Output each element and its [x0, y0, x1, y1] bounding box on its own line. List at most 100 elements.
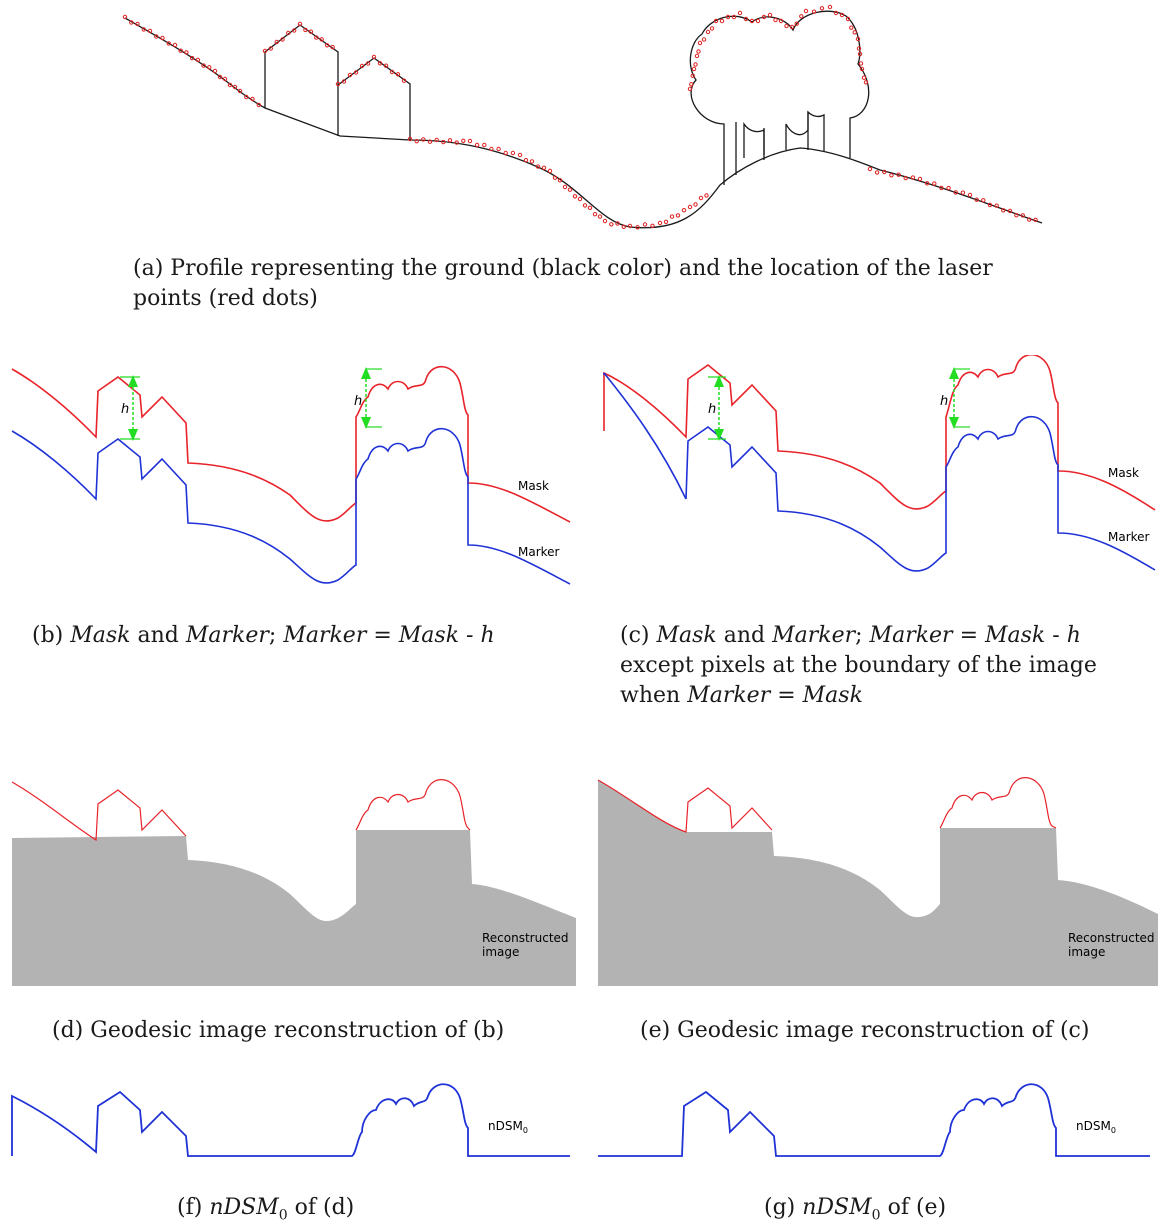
laser-point: [562, 184, 568, 190]
laser-point: [529, 159, 535, 164]
laser-point: [789, 24, 795, 30]
laser-point: [222, 76, 228, 82]
marker-boundary-segment: [603, 372, 687, 500]
laser-point: [713, 18, 719, 24]
laser-point: [858, 61, 864, 66]
laser-point: [274, 39, 279, 45]
laser-point: [421, 137, 426, 142]
laser-point: [932, 181, 937, 186]
laser-point: [467, 138, 473, 144]
mask-label: Mask: [1108, 466, 1139, 480]
laser-point: [696, 49, 701, 54]
laser-point: [960, 190, 966, 195]
caption-c: (c) Mask and Marker; Marker = Mask - h e…: [620, 623, 1097, 708]
laser-point: [389, 69, 395, 75]
laser-point: [212, 68, 218, 74]
laser-point: [693, 202, 698, 207]
laser-point: [681, 208, 687, 213]
laser-point: [141, 27, 147, 32]
laser-point: [510, 150, 516, 156]
laser-point: [122, 14, 128, 20]
laser-point: [341, 79, 347, 84]
laser-point: [691, 66, 697, 72]
laser-point: [709, 26, 715, 31]
laser-point: [244, 94, 249, 100]
laser-point: [799, 14, 804, 19]
laser-point: [1014, 213, 1019, 218]
h-label-tree: h: [940, 394, 948, 409]
laser-point: [217, 74, 223, 80]
profile-diagram-a: [122, 4, 1043, 230]
reconstructed-label-line1: Reconstructed: [1068, 931, 1155, 945]
laser-point: [833, 10, 839, 16]
laser-point: [129, 20, 134, 25]
laser-point: [627, 223, 633, 229]
marker-label: Marker: [1108, 530, 1150, 544]
laser-point: [981, 198, 986, 203]
laser-point: [642, 222, 648, 227]
laser-point: [743, 16, 749, 22]
laser-point: [719, 18, 725, 24]
laser-point: [896, 172, 901, 177]
caption-d: (d) Geodesic image reconstruction of (b): [52, 1018, 505, 1043]
reconstructed-label-line2: image: [1068, 945, 1105, 959]
laser-point: [839, 12, 845, 18]
laser-point: [987, 202, 993, 208]
laser-point: [383, 63, 389, 68]
laser-point: [195, 57, 201, 63]
laser-point: [592, 212, 598, 217]
laser-point: [669, 214, 675, 219]
laser-point: [587, 205, 593, 211]
laser-point: [967, 192, 973, 198]
laser-point: [657, 220, 663, 226]
laser-point: [803, 8, 809, 14]
laser-point: [845, 16, 851, 22]
laser-point: [693, 62, 698, 67]
h-arrow-tree: [361, 367, 382, 429]
laser-point: [755, 18, 761, 24]
laser-point: [414, 139, 419, 144]
laser-point: [731, 14, 737, 20]
laser-point: [297, 21, 303, 27]
reconstructed-area: [598, 780, 1158, 986]
laser-point: [882, 169, 887, 175]
laser-point: [761, 14, 767, 20]
laser-point: [863, 80, 869, 85]
laser-point: [946, 185, 951, 191]
caption-f: (f) nDSM0 of (d): [177, 1195, 355, 1224]
laser-point: [572, 194, 578, 199]
laser-point: [704, 193, 709, 198]
ground-profile: [124, 10, 1043, 229]
laser-point: [859, 66, 865, 72]
laser-point: [1020, 213, 1025, 218]
laser-point: [849, 25, 854, 30]
laser-point: [690, 73, 695, 78]
laser-point: [1001, 208, 1006, 213]
laser-point: [635, 225, 640, 230]
caption-e: (e) Geodesic image reconstruction of (c): [640, 1018, 1090, 1043]
laser-point: [324, 43, 330, 48]
laser-point: [939, 185, 944, 191]
laser-point: [582, 203, 588, 208]
laser-point: [1033, 217, 1038, 223]
ndsm-diagram-f: nDSM0: [11, 1083, 570, 1157]
laser-point: [335, 81, 341, 87]
laser-point: [474, 142, 480, 148]
laser-point: [280, 37, 285, 42]
laser-point: [615, 221, 620, 226]
h-arrow-tree: [949, 367, 970, 429]
laser-point: [917, 176, 923, 182]
laser-point: [697, 40, 703, 46]
laser-point: [827, 4, 833, 10]
laser-point: [857, 51, 863, 57]
laser-point: [694, 53, 700, 59]
ndsm-curve: [11, 1083, 570, 1157]
laser-point: [705, 29, 711, 35]
tree-canopy-outline: [689, 10, 870, 185]
ndsm-curve: [598, 1083, 1150, 1157]
house-1-outline: [264, 24, 339, 136]
laser-point: [689, 82, 694, 87]
laser-point: [160, 35, 165, 41]
reconstructed-label-line1: Reconstructed: [482, 931, 569, 945]
caption-g: (g) nDSM0 of (e): [764, 1195, 947, 1224]
